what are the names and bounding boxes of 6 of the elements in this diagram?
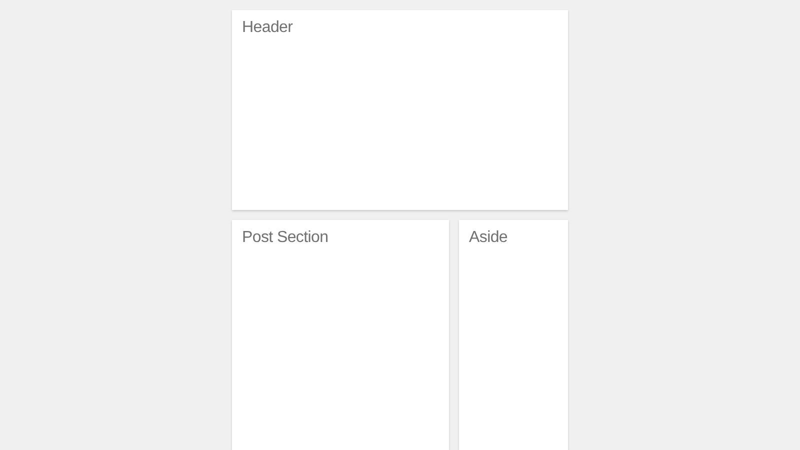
panel-heading: Aside bbox=[469, 229, 508, 247]
panel-heading: Header bbox=[242, 19, 293, 37]
layout-panel bbox=[459, 220, 568, 450]
layout-panel bbox=[232, 220, 449, 450]
panel-heading: Post Section bbox=[242, 229, 328, 247]
layout-panel bbox=[232, 10, 568, 210]
